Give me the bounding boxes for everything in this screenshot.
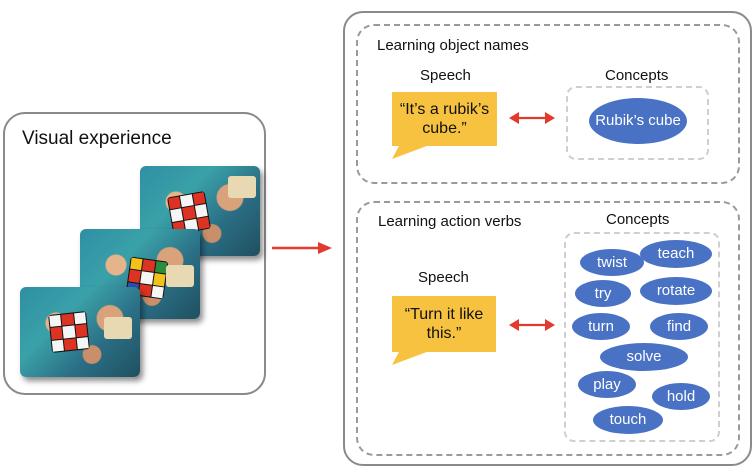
concept-hold: hold [652,383,710,410]
double-arrow-icon [509,112,555,124]
concept-twist: twist [580,249,644,276]
concept-touch: touch [593,406,663,434]
visual-experience-panel [3,112,266,395]
video-frame-1 [20,287,140,377]
concept-try: try [575,280,631,307]
action-verbs-section [356,201,740,456]
concept-solve: solve [600,343,688,371]
speech-bubble-tail-icon [392,350,432,365]
learning-panel [343,11,752,466]
double-arrow-icon [509,319,555,331]
object-names-title: Learning object names [377,37,529,54]
action-verbs-title: Learning action verbs [378,213,522,230]
concept-play: play [578,371,636,398]
nouns-concepts-label: Concepts [605,67,669,84]
nouns-speech-label: Speech [420,67,471,84]
nouns-concepts-box [566,86,709,160]
concept-teach: teach [640,240,712,268]
verbs-concepts-box [564,232,720,442]
concept-rotate: rotate [640,277,712,305]
verbs-concepts-label: Concepts [606,211,670,228]
speech-bubble-tail-icon [392,144,432,159]
concept-find: find [650,313,708,340]
arrow-right-icon [272,242,332,254]
visual-experience-title: Visual experience [22,128,172,149]
nouns-speech-bubble: “It’s a rubik’s cube.” [392,92,497,146]
verbs-speech-label: Speech [418,269,469,286]
verbs-speech-bubble: “Turn it like this.” [392,296,496,352]
object-names-section [356,24,740,184]
concept-turn: turn [572,313,630,340]
concept-rubiks-cube: Rubik’s cube [589,98,687,144]
